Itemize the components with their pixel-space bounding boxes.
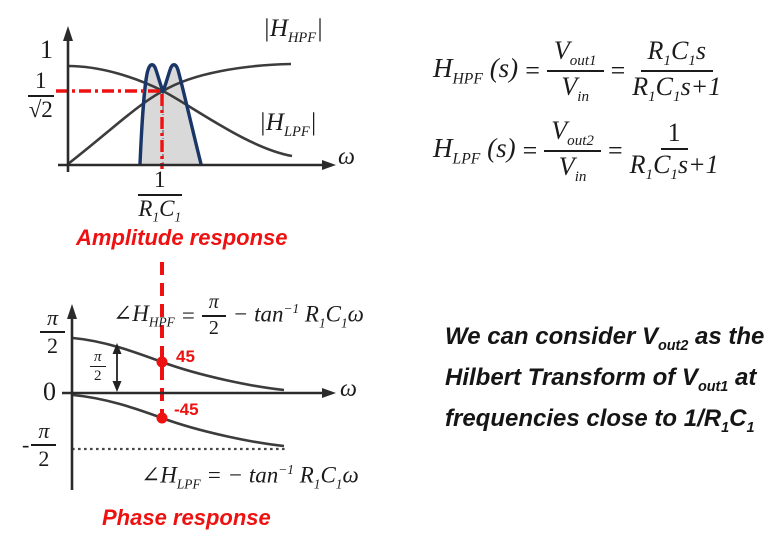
phase-eq-hpf-rhs: − tan−1 R1C1ω xyxy=(232,300,364,331)
phase-y-tick-neg: - π 2 xyxy=(22,419,57,471)
amplitude-y-axis-arrow xyxy=(63,26,73,41)
phase-caption: Phase response xyxy=(102,505,271,530)
hilbert-note-line1: We can consider Vout2 as the xyxy=(445,323,765,354)
cutoff-freq-numerator: 1 xyxy=(138,167,182,196)
neg-2: 2 xyxy=(38,445,50,471)
phase-marker-neg45-label: -45 xyxy=(174,400,199,419)
gap-pi: π xyxy=(90,349,106,368)
lpf-eq-frac2-num: 1 xyxy=(660,118,688,150)
amplitude-x-axis-arrow xyxy=(322,160,336,170)
lpf-amplitude-curve xyxy=(67,64,293,158)
hpf-eq-frac1-num: Vout1 xyxy=(546,36,604,72)
cutoff-frequency-label: 1 R1C1 xyxy=(138,167,182,225)
phase-marker-dot-neg45 xyxy=(156,412,168,424)
phase-eq-lpf: ∠HLPF = − tan−1 R1C1ω xyxy=(141,462,359,492)
amp-omega-label: ω xyxy=(338,144,355,170)
hilbert-note: We can consider Vout2 as the Hilbert Tra… xyxy=(445,321,764,443)
lpf-eq-frac1-num: Vout2 xyxy=(544,116,601,152)
lpf-eq-sign2: = xyxy=(607,136,623,165)
lpf-eq-sign1: = xyxy=(522,136,538,165)
amp-y-tick-cutoff: 1 √2 xyxy=(28,68,54,123)
amplitude-caption: Amplitude response xyxy=(76,225,288,250)
gap-half-pi-label: π 2 xyxy=(90,349,106,384)
hpf-transfer-equation: HHPF (s) = Vout1 Vin = R1C1s R1C1s+1 xyxy=(433,34,721,108)
pos-2: 2 xyxy=(47,332,59,358)
hilbert-note-line3: frequencies close to 1/R1C1 xyxy=(445,404,755,436)
phase-marker-45-label: 45 xyxy=(176,347,195,366)
amp-cutoff-denominator: √2 xyxy=(28,96,53,122)
phase-y-tick-zero: 0 xyxy=(43,377,56,406)
hpf-eq-lhs: HHPF (s) xyxy=(433,53,519,88)
hilbert-note-line2: Hilbert Transform of Vout1 at xyxy=(445,363,757,395)
phase-y-tick-pos: π 2 xyxy=(40,306,66,358)
neg-sign: - xyxy=(22,431,30,457)
phase-y-axis-arrow xyxy=(67,304,77,319)
phase-eq-hpf-lhs: ∠HHPF xyxy=(113,301,175,330)
gap-arrow-bottom xyxy=(112,381,122,392)
hpf-eq-frac2-num: R1C1s xyxy=(640,36,713,72)
amp-y-tick-unity: 1 xyxy=(40,35,53,64)
hpf-eq-sign2: = xyxy=(610,56,626,85)
pos-pi: π xyxy=(40,306,66,333)
cutoff-freq-denominator: R1C1 xyxy=(138,195,182,225)
phase-eq-hpf-num: π xyxy=(201,292,226,317)
lpf-eq-frac2-den: R1C1s+1 xyxy=(629,149,719,183)
lpf-transfer-equation: HLPF (s) = Vout2 Vin = 1 R1C1s+1 xyxy=(433,114,719,188)
lpf-eq-frac1-den: Vin xyxy=(558,152,587,186)
gap-arrow-top xyxy=(112,343,122,354)
phase-eq-hpf-den: 2 xyxy=(208,317,219,339)
hpf-curve-label: |HHPF| xyxy=(263,15,323,46)
phase-x-axis-arrow xyxy=(322,388,336,398)
amp-cutoff-numerator: 1 xyxy=(28,68,54,97)
phase-omega-label: ω xyxy=(340,376,357,402)
lpf-eq-lhs: HLPF (s) xyxy=(433,133,516,168)
phase-eq-hpf-equals: = xyxy=(181,303,195,328)
gap-2: 2 xyxy=(94,368,102,385)
lpf-curve-label: |HLPF| xyxy=(259,109,317,140)
phase-marker-dot-45 xyxy=(156,356,168,368)
hpf-eq-frac1-den: Vin xyxy=(561,72,590,106)
hpf-eq-frac2-den: R1C1s+1 xyxy=(632,72,722,106)
phase-eq-hpf: ∠HHPF = π 2 − tan−1 R1C1ω xyxy=(113,292,364,339)
bandpass-curve xyxy=(138,63,203,166)
neg-pi: π xyxy=(31,419,57,446)
hpf-eq-sign1: = xyxy=(525,56,540,85)
